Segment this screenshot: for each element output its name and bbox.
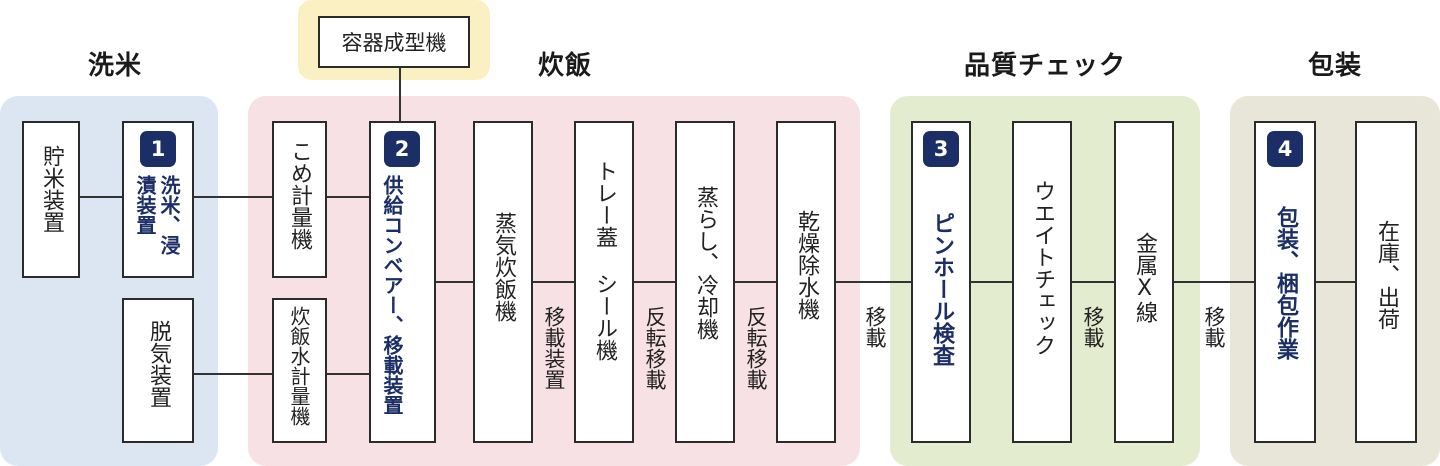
transfer-label-2: 移載: [1081, 306, 1105, 348]
rice-meter-box: [272, 121, 327, 278]
steam-cooker-label: 蒸気炊飯機: [491, 212, 516, 322]
connector-line: [325, 196, 371, 198]
step-4-badge: 4: [1267, 131, 1303, 167]
connector-line: [399, 68, 401, 121]
connector-line: [192, 196, 274, 198]
pinhole-box: [911, 121, 971, 443]
reverse-transfer-label-2: 反転移載: [744, 306, 768, 390]
packing-box: [1254, 121, 1316, 443]
stock-ship-label: 在庫、出荷: [1374, 220, 1399, 330]
rice-storage-label: 貯米装置: [39, 145, 64, 233]
weight-check-label: ウエイトチェック: [1030, 180, 1055, 356]
metal-xray-label: 金属X線: [1132, 232, 1157, 323]
transfer-label-1: 移載: [863, 306, 887, 348]
steam-cool-label: 蒸らし、冷却機: [693, 186, 718, 340]
tray-lid-label: トレー蓋 シール機: [592, 160, 617, 361]
tray-lid-box: [574, 121, 634, 443]
reverse-transfer-label-1: 反転移載: [643, 306, 667, 390]
washing-title: 洗米: [87, 51, 142, 81]
rice-meter-label: こめ計量機: [287, 140, 312, 250]
container-molding-label: 容器成型機: [341, 31, 447, 55]
transfer-device-label: 移載装置: [542, 306, 566, 390]
pinhole-label: ピンホール検査: [929, 212, 954, 366]
step-1-badge: 1: [140, 131, 176, 167]
water-meter-box: [272, 298, 327, 443]
container-molding-box: 容器成型機: [318, 16, 470, 68]
conveyor-box: [369, 121, 436, 443]
transfer-label-3: 移載: [1202, 306, 1226, 348]
step-2-badge: 2: [384, 131, 420, 167]
dewater-label: 乾燥除水機: [794, 210, 819, 320]
conveyor-label: 供給コンベアー、移載装置: [380, 175, 404, 415]
metal-xray-box: [1114, 121, 1174, 443]
cooking-title: 炊飯: [537, 51, 592, 81]
stock-ship-box: [1355, 121, 1417, 443]
step-3-badge: 3: [923, 131, 959, 167]
steam-cool-box: [675, 121, 735, 443]
quality-title: 品質チェック: [963, 51, 1126, 81]
water-meter-label: 炊飯水計量機: [287, 306, 311, 426]
connector-line: [325, 373, 371, 375]
packing-label: 包装、梱包作業: [1273, 206, 1298, 360]
weight-check-box: [1012, 121, 1072, 443]
packing-title: 包装: [1307, 51, 1362, 81]
connector-line: [192, 373, 274, 375]
wash-soak-label: 洗米、浸漬装置: [133, 175, 181, 255]
steam-cooker-box: [473, 121, 533, 443]
deaeration-label: 脱気装置: [146, 320, 171, 408]
rice-storage-box: [22, 121, 80, 278]
connector-line: [78, 196, 124, 198]
deaeration-box: [122, 298, 194, 443]
dewater-box: [776, 121, 836, 443]
